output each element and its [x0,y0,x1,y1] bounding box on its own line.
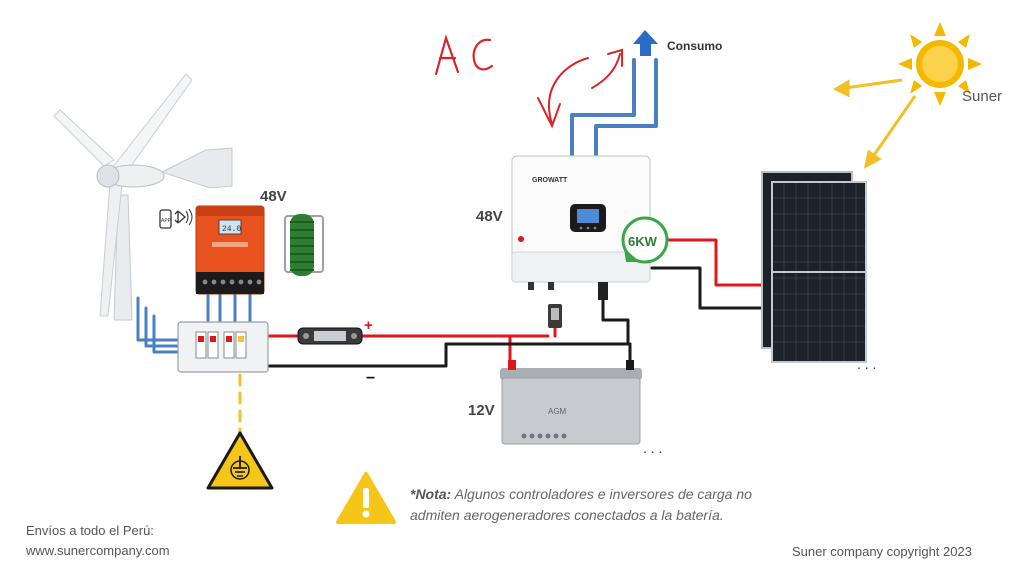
turbine-blade-top [111,73,193,177]
note-line-1-text: Algunos controladores e inversores de ca… [454,486,752,502]
inverter-btn-2 [586,226,590,230]
breaker-box [177,321,269,373]
power-badge-tail [624,248,640,262]
battery-body [501,377,641,445]
controller-terminals [202,279,262,285]
dump-load-resistor [284,214,324,276]
signal-icon [185,208,193,226]
battery-terminal-neg [626,360,634,370]
ground-warning-icon [206,431,274,490]
power-badge-label: 6KW [628,234,658,249]
battery-warning-icons [521,433,567,439]
battery-brand: AGM [548,407,567,416]
turbine-tower [113,194,133,321]
inverter-display [577,209,599,223]
battery: AGM [500,360,642,445]
negative-sign: − [366,370,375,387]
note-line-1: *Nota: Algunos controladores e inversore… [410,484,830,505]
inverter-connector-1 [528,282,534,290]
shunt [548,304,562,328]
sun-icon [898,22,982,106]
negative-wire [266,266,772,370]
blue-wires-controller [136,290,252,354]
controller-display-value: 24.0 [222,225,241,234]
inverter-voltage: 48V [476,208,503,225]
note-prefix: *Nota: [410,486,452,502]
sun-rays [832,78,917,169]
breaker-1 [195,331,207,359]
sun-corona [898,22,982,106]
breaker-3-lever [226,336,232,342]
battery-terminal-pos [508,360,516,370]
inverter-btn-1 [579,226,583,230]
footer-copyright: Suner company copyright 2023 [792,544,972,559]
breaker-4-lever [238,336,244,342]
consumo-label: Consumo [667,39,723,53]
battery-voltage: 12V [468,402,495,419]
battery-more-dots: . . . [643,440,663,456]
app-bluetooth: APP [159,208,193,229]
note-warning-icon [336,472,396,524]
app-label: APP [161,218,172,224]
panels-more-dots: . . . [857,356,877,372]
breaker-1-lever [198,336,204,342]
battery-lid [500,368,642,380]
fuse-bolt-right [351,333,357,339]
power-badge-ring [621,216,669,264]
footer-shipping-line: Envíos a todo el Perú: [26,523,154,538]
note-line-2: admiten aerogeneradores conectados a la … [410,507,724,523]
resistor-fins [290,221,314,271]
breaker-box-body [177,321,269,373]
breaker-4 [235,331,247,359]
breaker-2-lever [210,336,216,342]
positive-sign: + [364,317,373,334]
fuse-element [314,331,346,341]
turbine-tail [160,147,233,189]
phone-icon [159,209,172,229]
consumo-arrow-icon [633,30,658,56]
fuse-bolt-left [303,333,309,339]
shunt-plate [551,308,559,320]
wind-turbine [53,73,233,321]
controller-voltage: 48V [260,188,287,205]
inverter-bottom-panel [511,251,651,283]
solar-panels [761,171,867,363]
brand-suner: Suner [962,88,1003,105]
turbine-blade-left [53,109,115,167]
footer-shipping: Envíos a todo el Perú: www.sunercompany.… [26,521,170,561]
blue-wires-ac [570,58,658,160]
ac-flow-arrows [537,48,623,129]
inverter-connector-2 [548,282,554,290]
ac-handwritten [434,34,494,76]
inverter-brand: GROWATT [532,177,568,184]
controller-header [196,206,264,216]
turbine-hub [96,164,120,188]
inverter-btn-3 [593,226,597,230]
bluetooth-icon [174,210,186,224]
breaker-3 [223,331,235,359]
inline-fuse [297,327,363,345]
power-badge: 6KW [621,216,669,264]
inverter: GROWATT 6KW [511,155,669,300]
sun-core-highlight [922,46,958,82]
inverter-connector-3 [598,282,608,300]
charge-controller: 24.0 [195,205,265,295]
inverter-status-led [518,236,524,242]
note-text: *Nota: Algunos controladores e inversore… [410,484,830,526]
controller-display [218,219,242,235]
controller-leds [212,242,248,247]
breaker-2 [207,331,219,359]
footer-website: www.sunercompany.com [26,543,170,558]
